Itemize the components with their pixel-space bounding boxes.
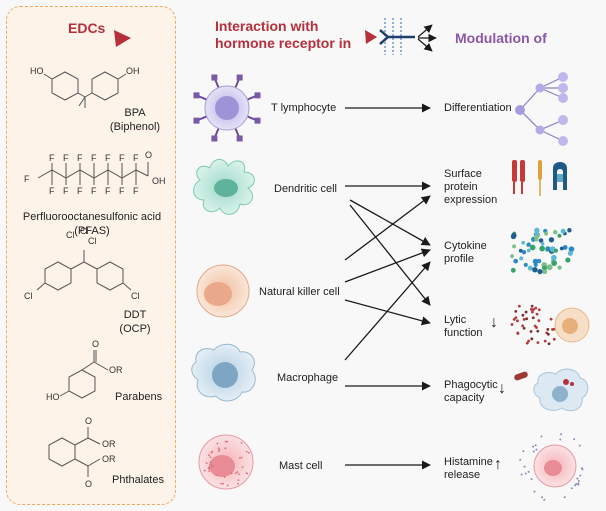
mast-cell xyxy=(198,434,254,490)
outcome-lytic-line2: function xyxy=(444,327,483,339)
ddt-structure xyxy=(36,250,132,291)
cell-label-dendritic: Dendritic cell xyxy=(274,183,337,195)
pfas-f-top-2: F xyxy=(77,153,83,163)
outcome-surface-line3: expression xyxy=(444,194,498,206)
bpa-oh-text: OH xyxy=(126,66,140,76)
chemical-name-bpa: BPA xyxy=(124,107,146,119)
outcome-differentiation: Differentiation xyxy=(444,102,512,114)
phthalate-or-text-2: OR xyxy=(102,454,116,464)
interaction-header-line1: Interaction with xyxy=(215,18,319,34)
pfas-structure xyxy=(37,162,149,179)
bpa-ho-text: HO xyxy=(30,66,44,76)
outcome-phagocytic-line2: capacity xyxy=(444,392,485,404)
macrophage-cell xyxy=(191,343,256,402)
edc-triangle-icon xyxy=(114,30,131,47)
natural-killer-cell xyxy=(196,264,250,318)
phthalate-structure xyxy=(48,427,101,477)
t-lymphocyte-cell xyxy=(193,74,261,142)
histamine-release-icon xyxy=(519,433,584,501)
receptor-membrane-icon xyxy=(365,18,437,55)
paraben-or-text: OR xyxy=(109,365,123,375)
pfas-f-top-6: F xyxy=(133,153,139,163)
pfas-f-bottom-3: F xyxy=(91,186,97,196)
outcome-histamine-line2: release xyxy=(444,469,481,481)
phthalate-o-text-1: O xyxy=(85,416,92,426)
pfas-f-bottom-0: F xyxy=(49,186,55,196)
pfas-oh-text: OH xyxy=(152,176,166,186)
pfas-f-top-5: F xyxy=(119,153,125,163)
pfas-f-bottom-5: F xyxy=(119,186,125,196)
pfas-f-bottom-4: F xyxy=(105,186,111,196)
cell-label-t-lymphocyte: T lymphocyte xyxy=(271,102,337,114)
interaction-arrows xyxy=(344,103,431,470)
dendritic-cell xyxy=(193,159,255,215)
interaction-header-line2: hormone receptor in xyxy=(215,35,352,51)
phagocytic-down-arrow: ↓ xyxy=(498,380,506,397)
ddt-cl-text-5: Cl xyxy=(131,291,140,301)
modulation-header: Modulation of xyxy=(455,30,547,46)
ddt-cl-text-1: Cl xyxy=(66,230,75,240)
chemical-name-parabens: Parabens xyxy=(115,391,163,403)
cell-label-macrophage: Macrophage xyxy=(277,372,339,384)
surface-protein-icon xyxy=(512,160,567,196)
phthalate-or-text-1: OR xyxy=(102,439,116,449)
chemical-name-phthalates: Phthalates xyxy=(112,474,164,486)
chemical-abbr-ddt: (OCP) xyxy=(119,323,151,335)
cytokine-dots-icon xyxy=(510,227,575,275)
ddt-cl-text-2: Cl xyxy=(80,226,89,236)
differentiation-tree-icon xyxy=(515,72,568,146)
pfas-f-top-0: F xyxy=(49,153,55,163)
pfas-f-top-3: F xyxy=(91,153,97,163)
pfas-f-top-4: F xyxy=(105,153,111,163)
paraben-o-text: O xyxy=(92,339,99,349)
ddt-cl-text-3: Cl xyxy=(88,236,97,246)
chemical-name-ddt: DDT xyxy=(123,309,147,321)
chemical-name-pfas: Perfluorooctanesulfonic acid xyxy=(22,211,162,223)
pfas-f-bottom-1: F xyxy=(63,186,69,196)
histamine-up-arrow: ↑ xyxy=(494,456,502,473)
pfas-o-text: O xyxy=(145,150,152,160)
ddt-cl-text-4: Cl xyxy=(24,291,33,301)
chemical-abbr-pfas: (PFAS) xyxy=(74,225,110,237)
bpa-structure xyxy=(43,71,127,108)
outcome-cytokine-line2: profile xyxy=(444,253,474,265)
pfas-f-bottom-2: F xyxy=(77,186,83,196)
lytic-down-arrow: ↓ xyxy=(490,314,498,331)
phagocytic-capacity-icon xyxy=(514,368,589,412)
cell-label-mast: Mast cell xyxy=(279,460,323,472)
pfas-f-top-1: F xyxy=(63,153,69,163)
outcome-lytic-line1: Lytic xyxy=(444,314,467,326)
outcome-histamine-line1: Histamine xyxy=(444,456,493,468)
outcome-surface-line1: Surface xyxy=(444,168,482,180)
outcome-phagocytic-line1: Phagocytic xyxy=(444,379,498,391)
edc-panel xyxy=(6,6,176,505)
chemical-abbr-bpa: (Biphenol) xyxy=(109,121,161,133)
pfas-f-end: F xyxy=(24,174,30,184)
outcome-cytokine-line1: Cytokine xyxy=(444,240,487,252)
phthalate-o-text-2: O xyxy=(85,479,92,489)
edcs-header: EDCs xyxy=(68,20,106,36)
pfas-f-bottom-6: F xyxy=(133,186,139,196)
outcome-surface-line2: protein xyxy=(444,181,478,193)
lytic-function-icon xyxy=(510,304,590,346)
cell-label-nk: Natural killer cell xyxy=(259,286,340,298)
paraben-structure xyxy=(59,350,109,399)
paraben-ho-text: HO xyxy=(46,392,60,402)
